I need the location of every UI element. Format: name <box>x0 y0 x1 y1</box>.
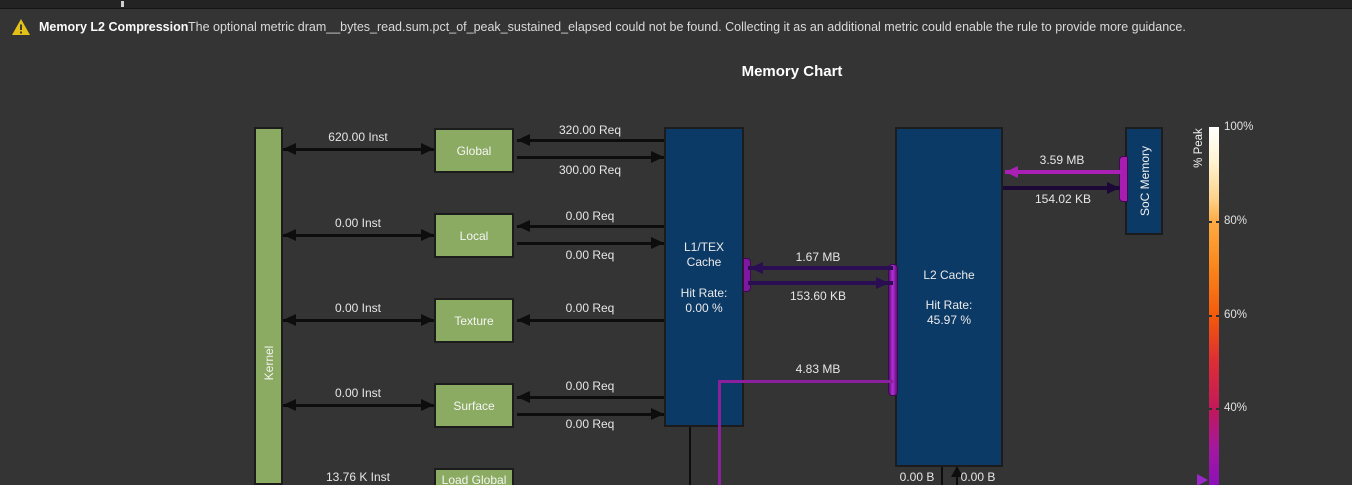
arrowhead <box>517 314 530 326</box>
warning-message: The optional metric dram__bytes_read.sum… <box>188 20 1186 34</box>
colorbar-tick-40 <box>1209 408 1212 410</box>
arrowhead <box>651 151 664 163</box>
scrollbar-thumb[interactable] <box>121 1 124 7</box>
arrow-l1-to-texture <box>517 319 664 322</box>
colorbar-tick-80b <box>1216 221 1219 223</box>
arrowhead <box>876 277 889 289</box>
arrowhead <box>1107 182 1120 194</box>
edge-label-bypass-l2: 4.83 MB <box>795 362 841 376</box>
texture-node: Texture <box>434 298 514 343</box>
colorbar-tick-80 <box>1209 221 1212 223</box>
arrow-local-to-l1 <box>517 242 664 245</box>
load-global-node: Load Global <box>434 468 514 485</box>
edge-label-local-to-l1: 0.00 Req <box>565 248 615 262</box>
l2-hit-rate: Hit Rate: 45.97 % <box>925 298 973 327</box>
edge-label-soc-to-l2: 3.59 MB <box>1039 153 1085 167</box>
colorbar-marker-icon <box>1197 474 1208 485</box>
bypass-line-horizontal <box>718 380 893 383</box>
arrowhead <box>421 399 434 411</box>
arrowhead <box>283 229 296 241</box>
edge-label-surface-to-l1: 0.00 Req <box>565 417 615 431</box>
arrowhead <box>517 391 530 403</box>
arrowhead <box>1005 166 1018 178</box>
chart-title: Memory Chart <box>741 63 843 80</box>
colorbar-tick-40b <box>1216 408 1219 410</box>
global-node: Global <box>434 128 514 173</box>
arrow-l2-to-l1 <box>748 266 893 270</box>
bypass-line-vertical <box>718 380 721 485</box>
arrowhead <box>283 399 296 411</box>
colorbar-label-40: 40% <box>1224 402 1248 414</box>
arrow-kernel-texture <box>283 319 434 322</box>
arrowhead <box>421 143 434 155</box>
edge-label-l2-to-soc: 154.02 KB <box>1034 192 1092 206</box>
edge-label-l2-bottom-in: 0.00 B <box>960 470 996 484</box>
edge-label-kernel-global: 620.00 Inst <box>328 130 388 144</box>
peak-colorbar <box>1209 127 1219 485</box>
edge-label-l1-to-global: 320.00 Req <box>558 123 622 137</box>
l2-bottom-out-line <box>941 467 943 485</box>
edge-label-l1-to-l2: 153.60 KB <box>789 289 847 303</box>
warning-icon <box>12 19 30 35</box>
l1-right-port <box>743 258 751 292</box>
arrowhead <box>750 262 763 274</box>
edge-label-l1-to-local: 0.00 Req <box>565 209 615 223</box>
arrow-global-to-l1 <box>517 156 664 159</box>
arrowhead <box>517 220 530 232</box>
arrow-l1-to-l2 <box>748 281 893 285</box>
edge-label-l1-to-surface: 0.00 Req <box>565 379 615 393</box>
kernel-label: Kernel <box>262 345 276 381</box>
arrow-kernel-global <box>283 148 434 151</box>
colorbar-tick-60 <box>1209 315 1212 317</box>
local-node: Local <box>434 213 514 258</box>
soc-memory-label: SoC Memory <box>1138 145 1152 217</box>
l1-cache-node <box>664 127 744 427</box>
edge-label-l2-bottom-out: 0.00 B <box>899 470 935 484</box>
edge-label-kernel-texture: 0.00 Inst <box>334 301 382 315</box>
arrowhead <box>283 314 296 326</box>
warning-rule-name: Memory L2 Compression <box>39 20 189 34</box>
top-scrollbar-track[interactable] <box>0 0 1352 9</box>
arrowhead <box>283 143 296 155</box>
arrowhead <box>421 314 434 326</box>
arrow-kernel-local <box>283 234 434 237</box>
kernel-node <box>254 127 283 485</box>
l2-left-port <box>888 264 898 396</box>
edge-label-kernel-load-global: 13.76 K Inst <box>325 470 391 484</box>
edge-label-global-to-l1: 300.00 Req <box>558 163 622 177</box>
l1-bottom-line <box>689 427 691 485</box>
l2-bottom-in-line <box>956 474 958 485</box>
arrowhead <box>517 134 530 146</box>
colorbar-axis-label: % Peak <box>1193 128 1205 168</box>
l2-cache-node <box>895 127 1003 467</box>
surface-node: Surface <box>434 383 514 428</box>
arrow-surface-to-l1 <box>517 413 664 416</box>
colorbar-label-80: 80% <box>1224 215 1248 227</box>
l1-hit-rate: Hit Rate: 0.00 % <box>680 286 728 315</box>
edge-label-l2-to-l1: 1.67 MB <box>795 250 841 264</box>
arrow-l1-to-global <box>517 139 664 142</box>
arrowhead-up <box>951 466 963 477</box>
arrow-l1-to-local <box>517 225 664 228</box>
arrow-soc-to-l2 <box>1005 170 1123 174</box>
arrow-l1-to-surface <box>517 396 664 399</box>
colorbar-label-60: 60% <box>1224 309 1248 321</box>
arrowhead <box>651 237 664 249</box>
edge-label-kernel-surface: 0.00 Inst <box>334 386 382 400</box>
arrowhead <box>651 408 664 420</box>
arrow-l2-to-soc <box>1003 186 1120 190</box>
arrow-kernel-surface <box>283 404 434 407</box>
l2-cache-label: L2 Cache <box>923 268 975 282</box>
l1-cache-label: L1/TEX Cache <box>683 240 725 269</box>
arrowhead <box>421 229 434 241</box>
soc-left-port <box>1119 156 1128 202</box>
colorbar-tick-60b <box>1216 315 1219 317</box>
colorbar-label-100: 100% <box>1224 121 1254 133</box>
edge-label-l1-to-texture: 0.00 Req <box>565 301 615 315</box>
edge-label-kernel-local: 0.00 Inst <box>334 216 382 230</box>
